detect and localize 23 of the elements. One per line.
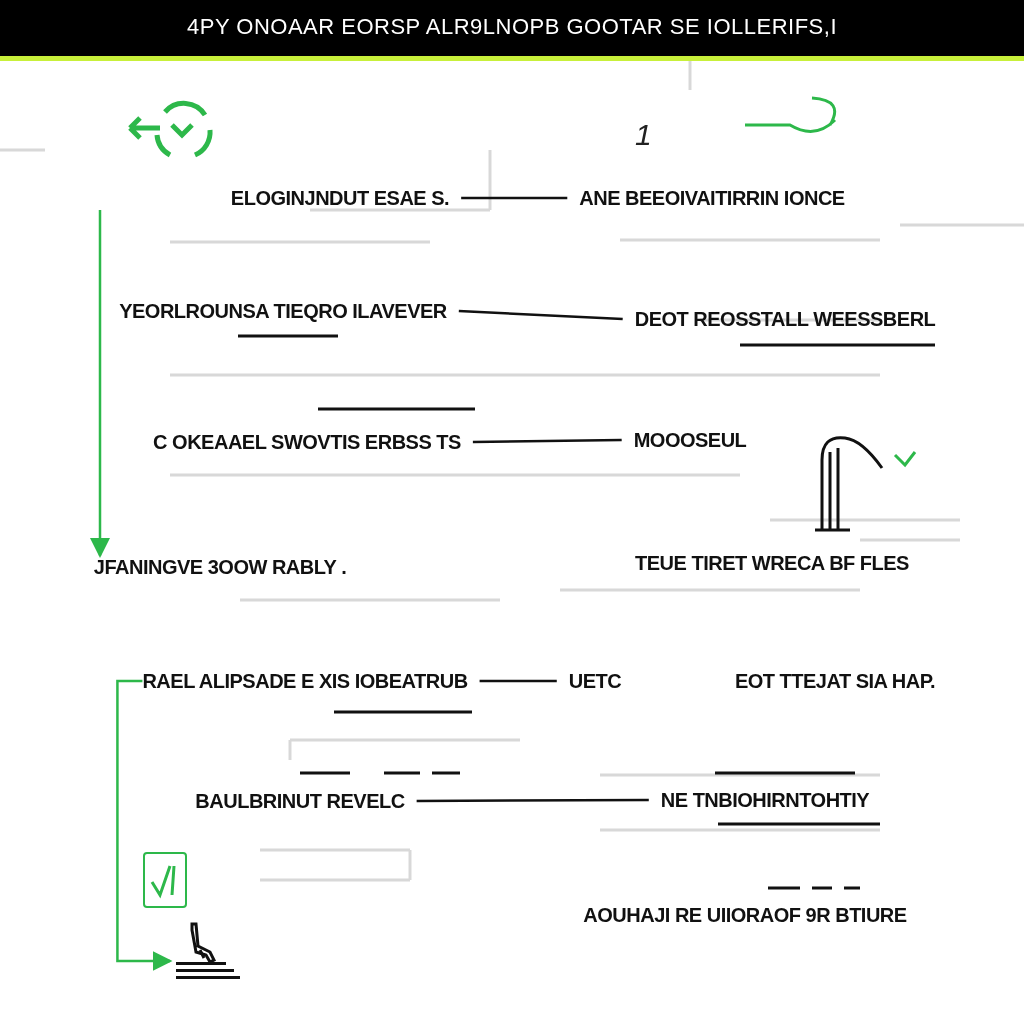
connector-line [479,679,557,683]
callout-number: 1 [635,118,652,152]
connector-line [461,196,568,200]
step-label: C OKEAAEL SWOVTIS ERBSS TS [153,430,461,454]
step-label: YEORLROUNSA TIEQRO ILAVEVER [119,299,447,323]
step-label: AOUHAJI RE UIIORAOF 9R BTIURE [583,903,907,927]
connector-line [472,438,622,444]
arrow [116,679,173,971]
step-label: EOT TTEJAT SIA HAP. [734,669,936,693]
step-label: JFANINGVE 3OOW RABLY . [93,555,347,579]
connector-line [458,309,623,321]
step-label: BAULBRINUT REVELC [195,789,405,813]
step-label: ELOGINJNDUT ESAE S. [230,186,450,210]
step-label: TEUE TIRET WRECA BF FLES [635,551,909,575]
step-label: NE TNBIOHIRNTOHTIY [660,788,870,812]
step-label: ANE BEEOIVAITIRRIN IONCE [579,186,845,210]
step-label: DEOT REOSSTALL WEESSBERL [634,307,936,331]
connector-line [416,798,649,803]
step-label: UETC [568,669,622,693]
title: 4PY ONOAAR EORSP ALR9LNOPB GOOTAR SE IOLLERIFS,I [186,14,838,40]
step-label: MOOOSEUL [633,428,747,452]
step-label: RAEL ALIPSADE E XIS IOBEATRUB [142,669,468,693]
arrow [90,210,110,558]
